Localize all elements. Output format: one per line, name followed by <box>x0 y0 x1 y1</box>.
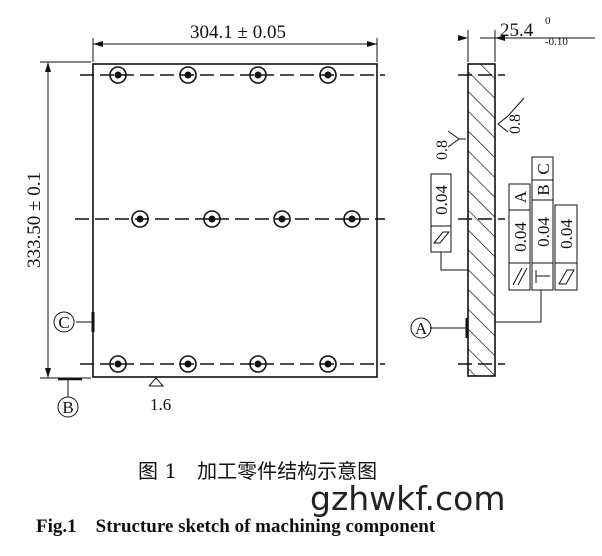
roughness-symbol: 0.8 <box>497 97 525 134</box>
datum-c-label: C <box>58 313 69 332</box>
width-dimension: 304.1 ± 0.05 <box>92 22 378 62</box>
frames-leader <box>495 290 542 323</box>
roughness-back-text: 0.8 <box>507 114 524 134</box>
plate-section <box>467 63 496 377</box>
flatness-back-value: 0.04 <box>557 219 576 249</box>
parallelism-value: 0.04 <box>511 222 530 252</box>
roughness-front-text: 0.8 <box>434 140 451 160</box>
watermark: gzhwkf.com <box>310 479 505 518</box>
hole-symbol <box>179 355 197 373</box>
thickness-dimension: 25.4 0 -0.10 <box>458 15 595 62</box>
perpendicularity-value: 0.04 <box>534 217 553 247</box>
hole-symbol <box>319 66 337 84</box>
caption-chinese: 图 1 加工零件结构示意图 <box>138 459 377 483</box>
hole-symbol <box>203 210 221 228</box>
hole-symbol <box>249 355 267 373</box>
flatness-frame-front: 0.04 <box>430 173 468 271</box>
hole-symbol <box>179 66 197 84</box>
plate-outline <box>92 63 378 378</box>
hole-symbol <box>131 210 149 228</box>
perpendicularity-datum-b: B <box>534 184 553 195</box>
thickness-upper-tol: 0 <box>545 15 551 27</box>
hole-symbol <box>109 355 127 373</box>
parallelism-symbol <box>512 267 528 286</box>
hole-symbol <box>343 210 361 228</box>
datum-b-label: B <box>62 398 73 417</box>
datum-a-marker: A <box>410 317 469 339</box>
height-dimension-text: 333.50 ± 0.1 <box>24 172 45 268</box>
height-dimension: 333.50 ± 0.1 <box>24 61 91 379</box>
hole-symbol <box>249 66 267 84</box>
datum-b-marker: B <box>57 377 82 418</box>
flatness-frame-back: 0.04 <box>554 204 578 291</box>
hole-symbol <box>273 210 291 228</box>
perpendicularity-frame: 0.04 B C <box>531 156 554 291</box>
flatness-front-value: 0.04 <box>432 185 451 215</box>
parallelism-datum: A <box>511 190 530 203</box>
width-dimension-text: 304.1 ± 0.05 <box>190 22 286 43</box>
roughness-symbol: 1.6 <box>148 377 171 414</box>
perpendicularity-symbol <box>535 270 550 283</box>
roughness-bottom-text: 1.6 <box>150 395 171 414</box>
perpendicularity-datum-c: C <box>534 163 553 174</box>
datum-c-marker: C <box>53 311 95 333</box>
hole-symbol <box>109 66 127 84</box>
caption-english: Fig.1 Structure sketch of machining comp… <box>36 516 436 537</box>
thickness-lower-tol: -0.10 <box>545 36 568 48</box>
parallelism-frame: 0.04 A <box>508 183 531 291</box>
flatness-symbol <box>432 231 451 244</box>
roughness-symbol: 0.8 <box>434 130 466 160</box>
flatness-symbol <box>558 269 575 285</box>
side-view: 25.4 0 -0.10 0.8 0.8 0.04 <box>410 15 595 377</box>
front-view: 304.1 ± 0.05 333.50 ± 0.1 C B <box>24 22 385 418</box>
datum-a-label: A <box>415 319 428 338</box>
thickness-text: 25.4 <box>500 20 534 41</box>
hole-symbol <box>319 355 337 373</box>
